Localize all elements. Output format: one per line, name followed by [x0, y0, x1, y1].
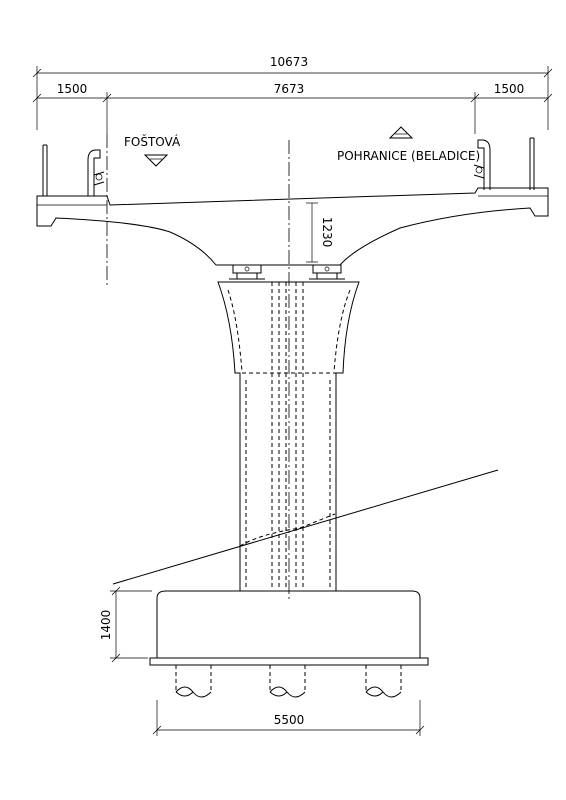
centerlines [106, 134, 290, 600]
svg-text:5500: 5500 [274, 713, 305, 727]
bearing-right [309, 264, 345, 280]
dim-middle-span: 7673 [274, 82, 305, 96]
piles [175, 665, 402, 698]
railing-right [529, 137, 535, 190]
label-right-direction: POHRANICE (BELADICE) [337, 126, 480, 163]
dim-right-cantilever: 1500 [494, 82, 525, 96]
safety-barrier-left [87, 149, 105, 196]
svg-text:POHRANICE (BELADICE): POHRANICE (BELADICE) [337, 149, 480, 163]
dimension-footing-width: 5500 [152, 700, 425, 736]
prestress-tendons [271, 282, 304, 590]
dim-deck-depth: 1230 [320, 217, 334, 248]
terrain-line [112, 469, 499, 585]
dim-overall-width: 10673 [270, 55, 308, 69]
label-left-direction: FOŠTOVÁ [124, 134, 181, 167]
dim-left-cantilever: 1500 [57, 82, 88, 96]
pile-middle [269, 665, 306, 698]
dimension-segments: 1500 7673 1500 [32, 82, 553, 134]
footing: 1400 [99, 586, 429, 666]
pile-right [365, 665, 402, 698]
safety-barrier-right [473, 139, 491, 190]
pier-column [217, 281, 360, 592]
svg-text:FOŠTOVÁ: FOŠTOVÁ [124, 134, 181, 149]
bearing-left [229, 264, 265, 280]
dim-footing-height: 1400 [99, 610, 113, 641]
railing-left [42, 144, 48, 196]
pile-left [175, 665, 212, 698]
deck-section: 1230 [36, 187, 549, 266]
dimension-overall: 10673 [32, 55, 553, 130]
